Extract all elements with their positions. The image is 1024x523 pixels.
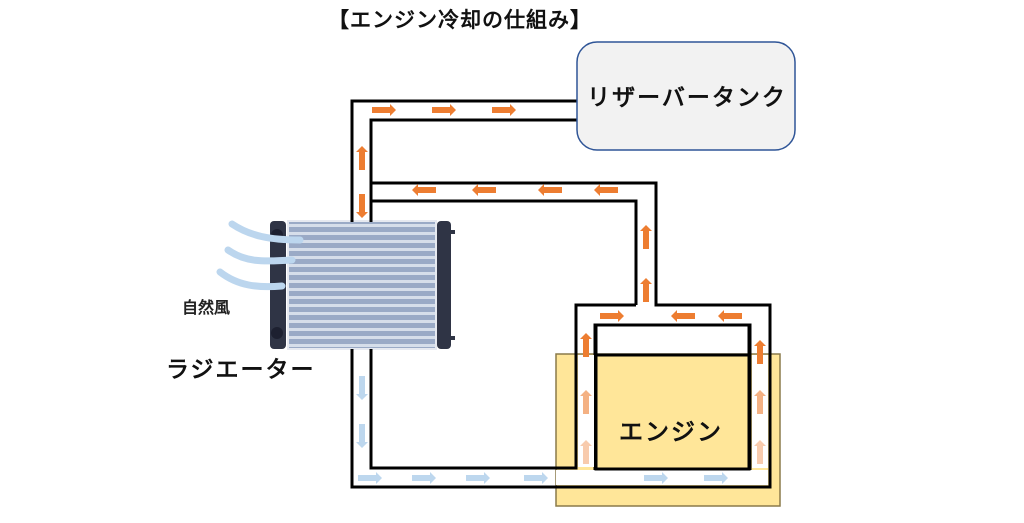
wind-icon <box>216 220 304 291</box>
radiator <box>270 220 455 350</box>
reservoir-tank <box>576 41 796 151</box>
radiator-label: ラジエーター <box>166 357 316 383</box>
flow-arrow-up <box>580 390 592 414</box>
flow-arrow-up <box>754 340 766 364</box>
radiator-core <box>287 220 437 350</box>
flow-arrow-up <box>640 225 652 249</box>
engine-core <box>594 353 751 471</box>
flow-arrow-right <box>600 310 624 322</box>
reservoir-tank-label: リザーバータンク <box>587 85 787 111</box>
radiator-right-tank <box>437 221 451 349</box>
flow-arrow-right <box>432 104 456 116</box>
flow-arrow-up <box>754 390 766 414</box>
flow-arrow-left <box>671 310 695 322</box>
flow-arrow-right <box>412 472 436 484</box>
flow-arrow-up <box>580 440 592 464</box>
flow-arrow-up <box>356 146 368 170</box>
flow-arrow-left <box>538 184 562 196</box>
flow-arrow-down <box>356 376 368 400</box>
flow-arrow-up <box>640 278 652 302</box>
flow-arrow-right <box>372 104 396 116</box>
flow-arrow-right <box>704 472 728 484</box>
diagram-title: 【エンジン冷却の仕組み】 <box>328 8 592 32</box>
flow-arrow-right <box>524 472 548 484</box>
flow-arrow-down <box>356 424 368 448</box>
flow-arrow-left <box>412 184 436 196</box>
flow-arrow-down <box>356 194 368 218</box>
flow-arrow-up <box>580 333 592 357</box>
flow-arrow-left <box>718 310 742 322</box>
flow-arrow-left <box>472 184 496 196</box>
flow-arrow-up <box>754 440 766 464</box>
flow-arrow-right <box>644 472 668 484</box>
flow-arrows <box>356 104 766 484</box>
flow-arrow-right <box>492 104 516 116</box>
flow-arrow-right <box>358 472 382 484</box>
natural-wind-label: 自然風 <box>182 298 231 317</box>
engine-label: エンジン <box>619 418 723 446</box>
flow-arrow-left <box>594 184 618 196</box>
flow-arrow-right <box>466 472 490 484</box>
